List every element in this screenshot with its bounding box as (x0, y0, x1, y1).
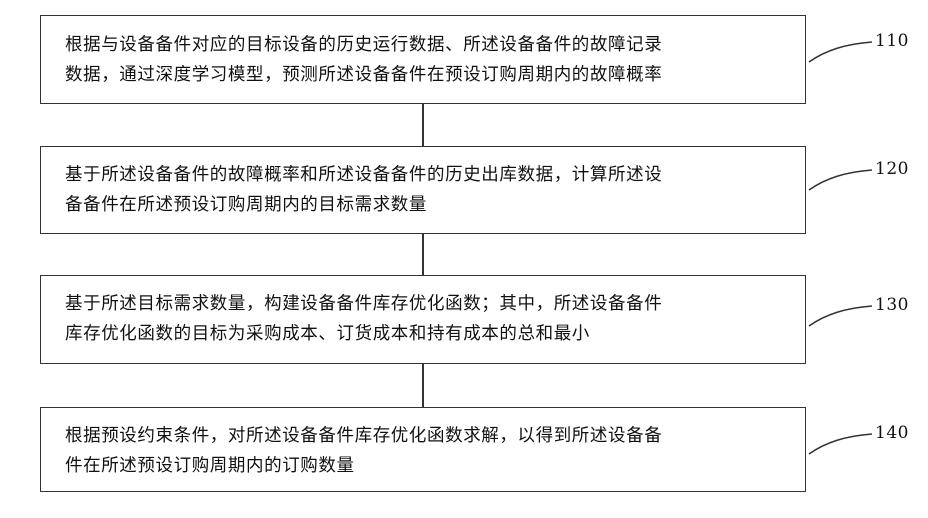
leader-line-140 (809, 434, 872, 454)
leader-line-110 (809, 42, 872, 62)
ref-label-110: 110 (875, 31, 909, 51)
ref-label-140: 140 (875, 423, 909, 443)
leader-line-120 (809, 170, 872, 190)
ref-label-130: 130 (875, 295, 909, 315)
ref-label-120: 120 (875, 159, 909, 179)
leader-line-130 (809, 306, 872, 326)
